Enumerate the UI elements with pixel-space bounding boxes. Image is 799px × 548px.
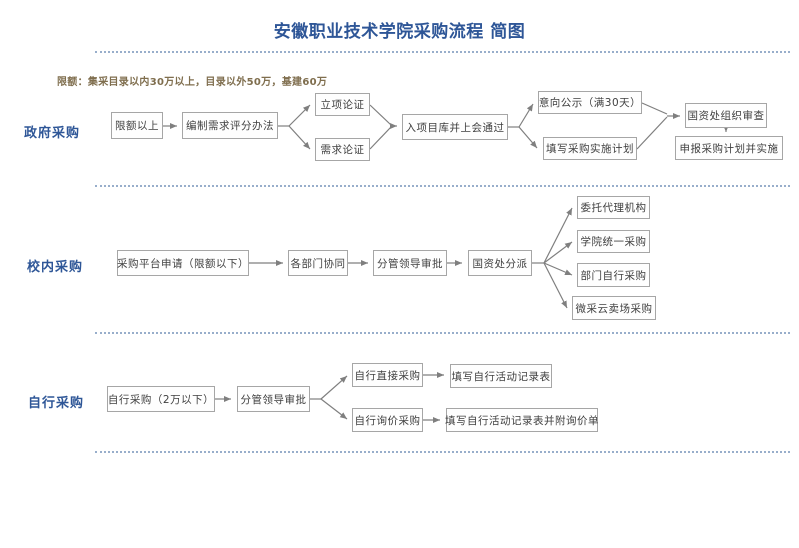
node-assets-office-review: 国资处组织审查	[685, 103, 767, 128]
node-demand-argument: 需求论证	[315, 138, 370, 161]
node-college-unified: 学院统一采购	[577, 230, 650, 253]
node-leader-approval-campus: 分管领导审批	[373, 250, 447, 276]
dotted-divider	[95, 332, 790, 334]
section-label-campus: 校内采购	[27, 260, 84, 275]
node-assets-office-dispatch: 国资处分派	[468, 250, 532, 276]
node-implementation-plan: 填写采购实施计划	[543, 137, 637, 160]
node-limit-above: 限额以上	[111, 112, 163, 139]
limit-note: 限额：集采目录以内30万以上，目录以外50万，基建60万	[57, 77, 328, 88]
node-weicai-cloud-market: 微采云卖场采购	[572, 296, 656, 320]
node-declare-and-implement: 申报采购计划并实施	[675, 136, 783, 160]
dotted-divider	[95, 185, 790, 187]
node-self-buy-under-20k: 自行采购（2万以下）	[107, 386, 215, 412]
node-inquiry-record-form: 填写自行活动记录表并附询价单	[445, 408, 599, 432]
node-leader-approval-self: 分管领导审批	[237, 386, 310, 412]
page-title: 安徽职业技术学院采购流程 简图	[273, 22, 526, 42]
node-project-library: 入项目库并上会通过	[402, 114, 508, 140]
section-label-self: 自行采购	[28, 396, 85, 411]
node-entrust-agency: 委托代理机构	[577, 196, 650, 219]
node-department-self: 部门自行采购	[577, 263, 650, 287]
node-self-inquiry: 自行询价采购	[352, 408, 423, 432]
node-self-direct: 自行直接采购	[352, 363, 423, 387]
dotted-divider	[95, 51, 790, 53]
node-departments-coordinate: 各部门协同	[288, 250, 348, 276]
dotted-divider	[95, 451, 790, 453]
node-platform-apply: 采购平台申请（限额以下）	[117, 250, 249, 276]
node-intent-publicity: 意向公示（满30天）	[538, 91, 642, 114]
section-label-government: 政府采购	[24, 126, 81, 141]
node-scoring-method: 编制需求评分办法	[182, 112, 278, 139]
node-direct-record-form: 填写自行活动记录表	[450, 364, 552, 388]
node-project-argument: 立项论证	[315, 93, 370, 116]
